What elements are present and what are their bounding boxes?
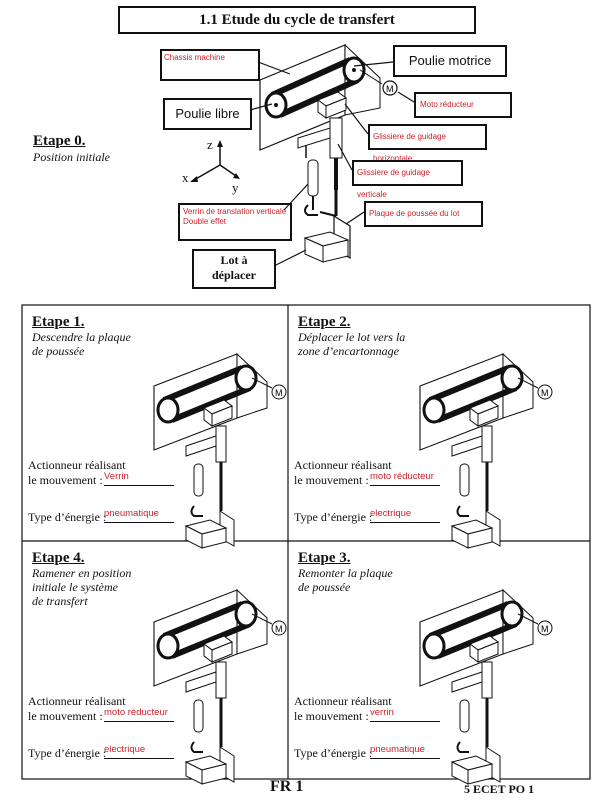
energie-answer-field[interactable]: electrique (104, 744, 174, 759)
actionneur-label-line2: le mouvement : (294, 473, 369, 487)
label-glissiere-verticale: Glissiere de guidage verticale (352, 160, 463, 199)
etape0-desc: Position initiale (33, 150, 110, 164)
step-motor-symbol: M (541, 624, 549, 634)
label-moto-reducteur: Moto réducteur (414, 92, 512, 118)
energie-answer-field[interactable]: pneumatique (370, 744, 440, 759)
label-poulie-motrice: Poulie motrice (393, 45, 507, 77)
page-title: 1.1 Etude du cycle de transfert (118, 6, 476, 34)
step-mechanism-drawing: M (419, 588, 553, 785)
energie-label: Type d’énergie : (28, 510, 107, 524)
actionneur-label-line1: Actionneur réalisant (28, 694, 126, 708)
actionneur-answer-field[interactable]: moto réducteur (370, 471, 440, 486)
axis-x-label: x (182, 170, 189, 185)
energie-answer-field[interactable]: pneumatique (104, 508, 174, 523)
step-desc-line1: Descendre la plaque (32, 330, 131, 344)
actionneur-answer-field[interactable]: moto réducteur (104, 707, 174, 722)
step-panel: Etape 4. Ramener en position initiale le… (24, 544, 287, 785)
step-desc-line2: de poussée (298, 580, 351, 594)
step-desc-line1: Remonter la plaque (298, 566, 393, 580)
step-motor-symbol: M (541, 388, 549, 398)
energie-label: Type d’énergie : (28, 746, 107, 760)
step-desc-line2: de poussée (32, 344, 85, 358)
callout-chassis-box (160, 49, 260, 81)
actionneur-label: Actionneur réalisant le mouvement : (28, 694, 126, 724)
step-mechanism-drawing: M (153, 352, 287, 549)
actionneur-label-line2: le mouvement : (28, 473, 103, 487)
motor-symbol: M (386, 84, 394, 94)
energie-label: Type d’énergie : (294, 510, 373, 524)
step-desc-line1: Déplacer le lot vers la (298, 330, 406, 344)
actionneur-label: Actionneur réalisant le mouvement : (294, 458, 392, 488)
step-panel: Etape 2. Déplacer le lot vers la zone d’… (290, 308, 553, 549)
step-desc-line3: de transfert (32, 594, 88, 608)
actionneur-label-line1: Actionneur réalisant (294, 458, 392, 472)
step-mechanism-drawing: M (419, 352, 553, 549)
step-panel: Etape 3. Remonter la plaque de poussée M… (290, 544, 553, 785)
actionneur-label-line1: Actionneur réalisant (294, 694, 392, 708)
label-chassis-text: Chassis machine (164, 53, 225, 62)
actionneur-label-line2: le mouvement : (28, 709, 103, 723)
step-title: Etape 1. (32, 314, 85, 330)
label-verrin: Verrin de translation verticale Double e… (178, 203, 292, 241)
label-lot: Lot à déplacer (192, 249, 276, 289)
step-title: Etape 4. (32, 550, 85, 566)
step-description: Descendre la plaque de poussée (32, 330, 182, 358)
step-desc-line2: initiale le système (32, 580, 118, 594)
label-poulie-libre: Poulie libre (163, 98, 252, 130)
step-desc-line2: zone d’encartonnage (298, 344, 399, 358)
actionneur-label-line2: le mouvement : (294, 709, 369, 723)
label-glissiere-horizontale: Glissiere de guidage horizontale (368, 124, 487, 163)
actionneur-answer-field[interactable]: verrin (370, 707, 440, 722)
step-desc-line1: Ramener en position (32, 566, 132, 580)
step-description: Déplacer le lot vers la zone d’encartonn… (298, 330, 448, 358)
label-plaque: Plaque de poussée du lot (364, 201, 483, 227)
actionneur-label: Actionneur réalisant le mouvement : (28, 458, 126, 488)
step-title: Etape 3. (298, 550, 351, 566)
energie-label: Type d’énergie : (294, 746, 373, 760)
step-description: Remonter la plaque de poussée (298, 566, 448, 594)
actionneur-label: Actionneur réalisant le mouvement : (294, 694, 392, 724)
transfer-mechanism-drawing: M (259, 43, 398, 263)
step-panel: Etape 1. Descendre la plaque de poussée … (24, 308, 287, 549)
footer-center: FR 1 (270, 778, 304, 795)
callout-leaders (249, 61, 415, 267)
step-motor-symbol: M (275, 388, 283, 398)
footer-right: 5 ECET PO 1 (464, 782, 535, 796)
step-mechanism-drawing: M (153, 588, 287, 785)
axis-y-label: y (232, 180, 239, 195)
label-lot-line1: Lot à (220, 253, 248, 267)
energie-answer-field[interactable]: electrique (370, 508, 440, 523)
label-lot-line2: déplacer (212, 268, 256, 282)
etape0-title: Etape 0. (33, 133, 86, 149)
step-motor-symbol: M (275, 624, 283, 634)
actionneur-answer-field[interactable]: Verrin (104, 471, 174, 486)
actionneur-label-line1: Actionneur réalisant (28, 458, 126, 472)
step-description: Ramener en position initiale le système … (32, 566, 182, 608)
axis-z-label: z (207, 137, 213, 152)
axes-triad (190, 140, 240, 182)
step-title: Etape 2. (298, 314, 351, 330)
